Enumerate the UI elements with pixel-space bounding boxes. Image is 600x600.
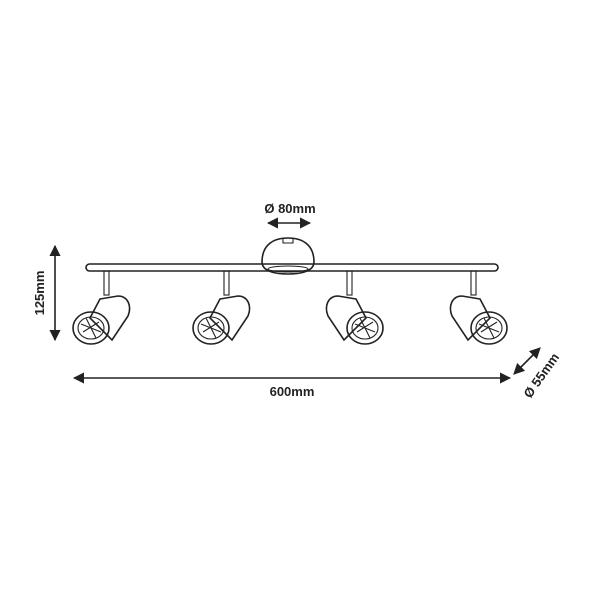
spotlight-3 xyxy=(325,270,384,345)
canopy-diameter-dimension: Ø 80mm xyxy=(264,201,316,229)
spotlight-1 xyxy=(72,270,131,345)
length-dimension: 600mm xyxy=(72,372,512,399)
ceiling-canopy xyxy=(261,237,315,275)
height-label: 125mm xyxy=(32,271,47,316)
spot-diameter-label: Ø 55mm xyxy=(520,350,562,401)
spotlight-4 xyxy=(449,270,508,345)
length-label: 600mm xyxy=(270,384,315,399)
spotlight-2 xyxy=(192,270,251,345)
spot-diameter-dimension: Ø 55mm xyxy=(513,347,562,401)
mounting-bar xyxy=(85,263,499,272)
height-dimension: 125mm xyxy=(32,244,61,342)
canopy-diameter-label: Ø 80mm xyxy=(264,201,315,216)
